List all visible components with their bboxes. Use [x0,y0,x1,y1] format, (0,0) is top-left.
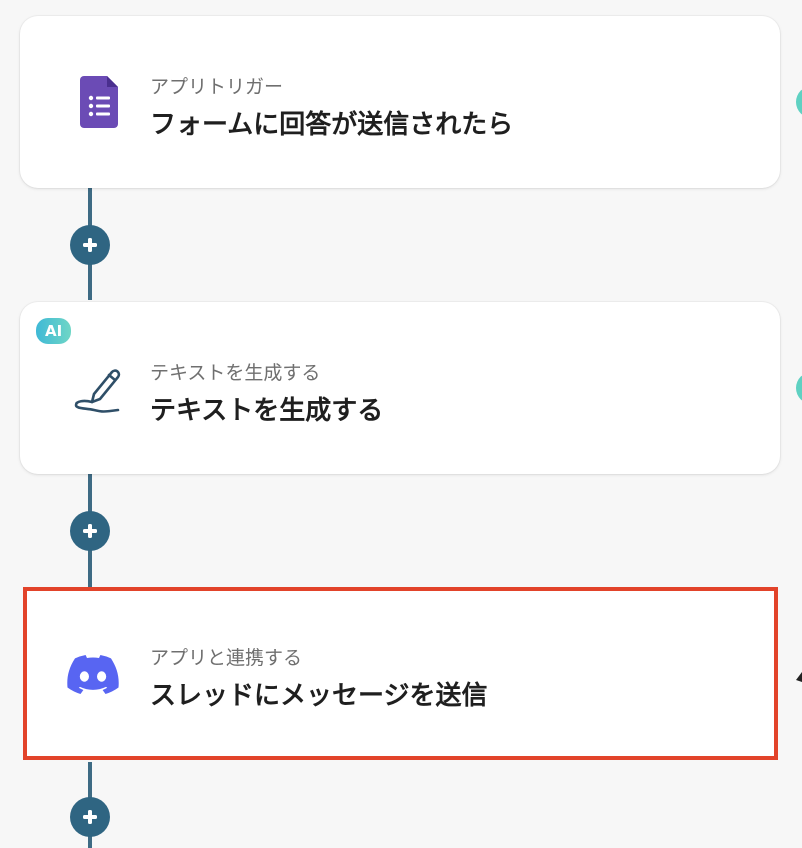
pen-scribble-icon [70,358,130,418]
step-status-indicator[interactable] [796,86,802,118]
step-status-indicator[interactable] [796,372,802,404]
step-card-ai[interactable]: AI テキストを生成する テキストを生成する [20,302,780,474]
ai-badge: AI [36,318,72,344]
step-title: テキストを生成する [150,396,384,426]
plus-icon [83,524,97,538]
add-step-button[interactable] [70,511,110,551]
plus-icon [83,238,97,252]
step-subtitle: テキストを生成する [150,362,321,384]
step-title: フォームに回答が送信されたら [150,110,514,140]
plus-icon [83,810,97,824]
step-title: スレッドにメッセージを送信 [150,681,488,711]
add-step-button[interactable] [70,797,110,837]
step-subtitle: アプリトリガー [150,76,284,98]
edge-handle-icon [796,672,802,682]
step-subtitle: アプリと連携する [150,647,303,669]
step-card-discord[interactable]: アプリと連携する スレッドにメッセージを送信 [23,587,778,760]
step-card-trigger[interactable]: アプリトリガー フォームに回答が送信されたら [20,16,780,188]
google-forms-icon [70,72,130,132]
discord-icon [63,645,123,705]
add-step-button[interactable] [70,225,110,265]
